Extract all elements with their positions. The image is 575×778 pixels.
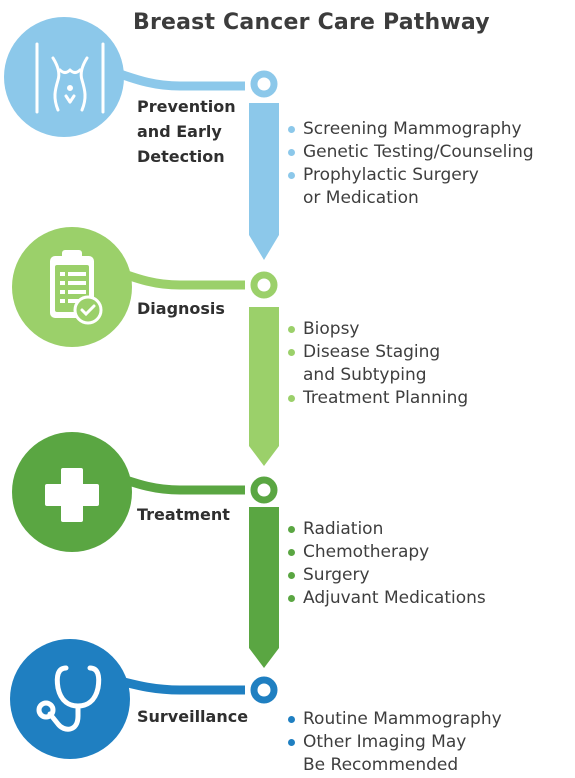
list-item: Radiation <box>287 518 572 541</box>
list-item-text: Screening Mammography <box>303 119 522 139</box>
stage-label-line: Surveillance <box>137 707 249 726</box>
body-scan-icon <box>35 42 105 114</box>
stage-label-diagnosis: Diagnosis <box>137 296 237 321</box>
bullet-dot-icon <box>288 326 295 333</box>
stage-label-treatment: Treatment <box>137 502 237 527</box>
list-item-text: Adjuvant Medications <box>303 588 486 608</box>
stage-node-surveillance <box>10 639 278 759</box>
bullet-dot-icon <box>288 172 295 179</box>
list-item-text: Other Imaging May <box>303 732 467 752</box>
bullet-dot-icon <box>288 149 295 156</box>
stage-label-line: Treatment <box>137 505 230 524</box>
list-item: Other Imaging May Be Recommended <box>287 731 572 777</box>
list-item: Chemotherapy <box>287 541 572 564</box>
stage-node-prevention <box>4 17 278 137</box>
stage-label-line: Detection <box>137 147 225 166</box>
list-item: Biopsy <box>287 318 572 341</box>
page-title: Breast Cancer Care Pathway <box>133 10 490 35</box>
list-item-text: Prophylactic Surgery <box>303 165 479 185</box>
list-item: Routine Mammography <box>287 708 572 731</box>
bullet-dot-icon <box>288 595 295 602</box>
list-item-text: and Subtyping <box>303 365 427 385</box>
stage-label-line: and Early <box>137 122 222 141</box>
bullet-dot-icon <box>288 395 295 402</box>
list-item-text: Biopsy <box>303 319 360 339</box>
stage-connector-arrow <box>249 103 279 260</box>
list-item: Treatment Planning <box>287 387 572 410</box>
medical-cross-icon <box>45 468 99 522</box>
stage-connector-arrow <box>249 507 279 668</box>
clipboard-check-icon <box>50 250 103 325</box>
bullet-dot-icon <box>288 572 295 579</box>
list-item-text: Treatment Planning <box>303 388 469 408</box>
list-item: Adjuvant Medications <box>287 587 572 610</box>
list-item-text: Genetic Testing/Counseling <box>303 142 534 162</box>
bullet-dot-icon <box>288 739 295 746</box>
bullet-dot-icon <box>288 349 295 356</box>
list-item: Surgery <box>287 564 572 587</box>
list-item: Prophylactic Surgery or Medication <box>287 164 572 210</box>
bullet-dot-icon <box>288 526 295 533</box>
list-item-text: Chemotherapy <box>303 542 430 562</box>
list-item-text: Routine Mammography <box>303 709 502 729</box>
list-item: Disease Staging and Subtyping <box>287 341 572 387</box>
stage-node-treatment <box>12 432 278 552</box>
bullet-dot-icon <box>288 549 295 556</box>
stage-label-surveillance: Surveillance <box>137 704 249 729</box>
stage-connector-arrow <box>249 307 279 466</box>
list-item-text: Surgery <box>303 565 370 585</box>
stethoscope-icon <box>36 665 102 732</box>
stage-label-line: Diagnosis <box>137 299 225 318</box>
list-item: Screening Mammography <box>287 118 572 141</box>
list-item-text: or Medication <box>303 188 419 208</box>
list-item: Genetic Testing/Counseling <box>287 141 572 164</box>
list-item-text: Disease Staging <box>303 342 441 362</box>
list-item-text: Be Recommended <box>303 755 459 775</box>
list-item-text: Radiation <box>303 519 384 539</box>
stage-label-line: Prevention <box>137 97 236 116</box>
stage-node-diagnosis <box>12 227 278 347</box>
bullet-dot-icon <box>288 126 295 133</box>
bullet-dot-icon <box>288 716 295 723</box>
